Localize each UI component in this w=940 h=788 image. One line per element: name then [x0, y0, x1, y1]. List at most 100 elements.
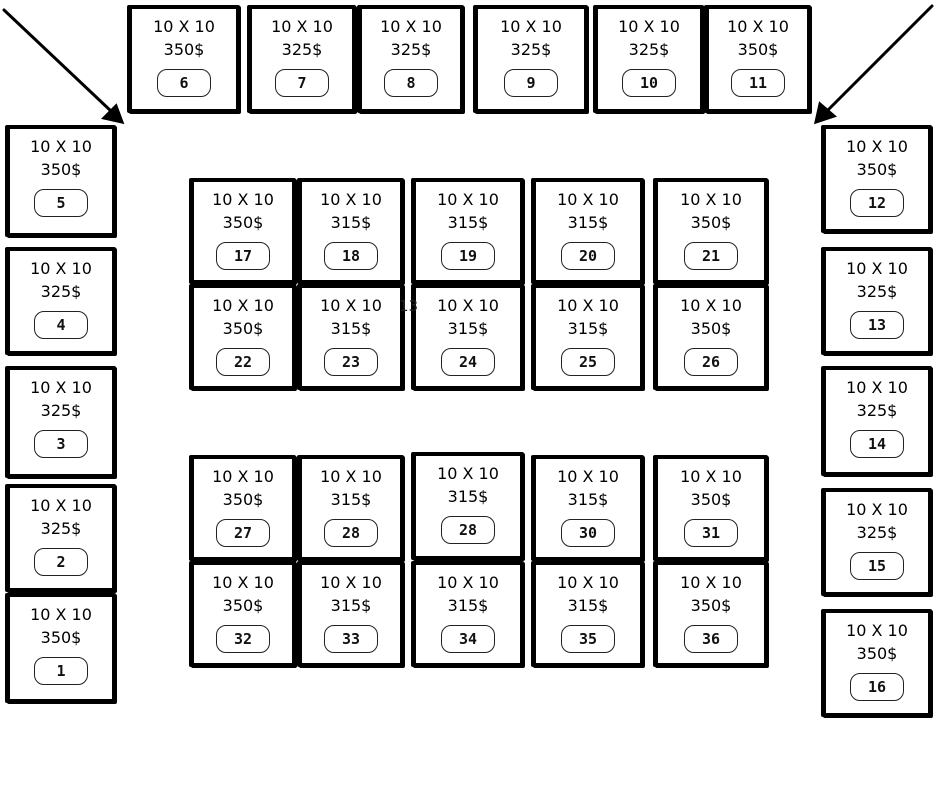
booth-size-label: 10 X 10 — [30, 378, 92, 397]
left-entrance-arrow — [2, 8, 114, 114]
booth-number-badge: 20 — [561, 242, 615, 270]
booth-price-label: 350$ — [40, 628, 82, 647]
booth-size-label: 10 X 10 — [320, 573, 382, 592]
booth-7[interactable]: 10 X 10 325$ 7 — [248, 5, 356, 113]
booth-3[interactable]: 10 X 10 325$ 3 — [6, 366, 116, 478]
booth-price-label: 315$ — [447, 213, 489, 232]
booth-size-label: 10 X 10 — [380, 17, 442, 36]
booth-number-badge: 13 — [850, 311, 904, 339]
booth-number-badge: 26 — [684, 348, 738, 376]
booth-number-badge: 17 — [216, 242, 270, 270]
booth-size-label: 10 X 10 — [30, 137, 92, 156]
booth-price-label: 350$ — [222, 596, 264, 615]
booth-size-label: 10 X 10 — [618, 17, 680, 36]
booth-number-badge: 35 — [561, 625, 615, 653]
booth-price-label: 350$ — [690, 490, 732, 509]
booth-number-badge: 28 — [441, 516, 495, 544]
booth-number-badge: 24 — [441, 348, 495, 376]
booth-number-badge: 7 — [275, 69, 329, 97]
booth-size-label: 10 X 10 — [320, 467, 382, 486]
booth-price-label: 350$ — [856, 644, 898, 663]
booth-price-label: 315$ — [447, 596, 489, 615]
booth-size-label: 10 X 10 — [846, 378, 908, 397]
booth-size-label: 10 X 10 — [680, 573, 742, 592]
booth-price-label: 315$ — [330, 596, 372, 615]
booth-number-badge: 8 — [384, 69, 438, 97]
booth-23[interactable]: 10 X 10 315$ 23 — [298, 284, 404, 390]
booth-price-label: 325$ — [856, 523, 898, 542]
booth-number-badge: 22 — [216, 348, 270, 376]
booth-number-badge: 4 — [34, 311, 88, 339]
booth-price-label: 315$ — [330, 319, 372, 338]
booth-33[interactable]: 10 X 10 315$ 33 — [298, 561, 404, 667]
booth-size-label: 10 X 10 — [153, 17, 215, 36]
booth-price-label: 350$ — [40, 160, 82, 179]
booth-19[interactable]: 10 X 10 315$ 19 — [412, 178, 524, 284]
booth-size-label: 10 X 10 — [680, 467, 742, 486]
booth-number-badge: 33 — [324, 625, 378, 653]
booth-size-label: 10 X 10 — [437, 190, 499, 209]
booth-12[interactable]: 10 X 10 350$ 12 — [822, 125, 932, 233]
booth-number-badge: 32 — [216, 625, 270, 653]
booth-number-badge: 18 — [324, 242, 378, 270]
booth-number-badge: 12 — [850, 189, 904, 217]
booth-number-badge: 36 — [684, 625, 738, 653]
booth-price-label: 325$ — [856, 401, 898, 420]
booth-price-label: 325$ — [510, 40, 552, 59]
booth-size-label: 10 X 10 — [846, 259, 908, 278]
booth-size-label: 10 X 10 — [846, 500, 908, 519]
booth-number-badge: 2 — [34, 548, 88, 576]
booth-number-badge: 5 — [34, 189, 88, 217]
booth-number-badge: 10 — [622, 69, 676, 97]
booth-size-label: 10 X 10 — [557, 467, 619, 486]
booth-size-label: 10 X 10 — [271, 17, 333, 36]
booth-size-label: 10 X 10 — [437, 296, 499, 315]
booth-price-label: 325$ — [281, 40, 323, 59]
booth-size-label: 10 X 10 — [680, 190, 742, 209]
booth-price-label: 325$ — [40, 401, 82, 420]
booth-size-label: 10 X 10 — [846, 137, 908, 156]
booth-5[interactable]: 10 X 10 350$ 5 — [6, 125, 116, 237]
booth-size-label: 10 X 10 — [212, 190, 274, 209]
booth-price-label: 350$ — [856, 160, 898, 179]
booth-size-label: 10 X 10 — [320, 296, 382, 315]
booth-number-badge: 11 — [731, 69, 785, 97]
booth-size-label: 10 X 10 — [212, 467, 274, 486]
booth-number-badge: 19 — [441, 242, 495, 270]
booth-size-label: 10 X 10 — [500, 17, 562, 36]
booth-number-badge: 34 — [441, 625, 495, 653]
booth-size-label: 10 X 10 — [320, 190, 382, 209]
booth-number-badge: 3 — [34, 430, 88, 458]
booth-price-label: 315$ — [567, 490, 609, 509]
booth-number-badge: 23 — [324, 348, 378, 376]
